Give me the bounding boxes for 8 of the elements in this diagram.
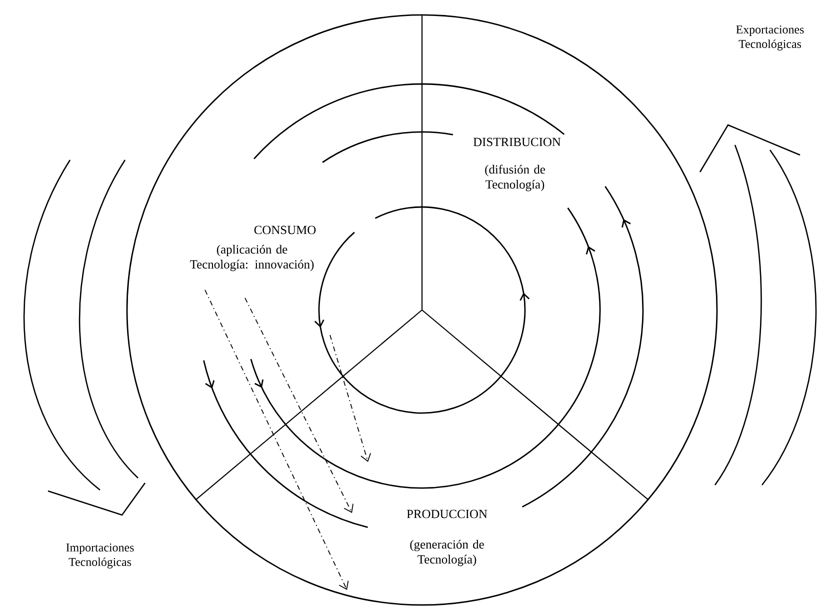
sector-description: (generación de Tecnología) [410, 540, 484, 566]
sector-title: DISTRIBUCION [473, 138, 561, 146]
sector-description: (aplicación de Tecnología: innovación) [190, 244, 314, 272]
flow-label: Exportaciones Tecnológicas [736, 26, 804, 50]
sector-title: CONSUMO [254, 226, 316, 234]
sector-title: PRODUCCION [406, 510, 488, 518]
flow-label: Importaciones Tecnológicas [66, 544, 134, 568]
sector-description: (difusión de Tecnología) [485, 164, 545, 192]
